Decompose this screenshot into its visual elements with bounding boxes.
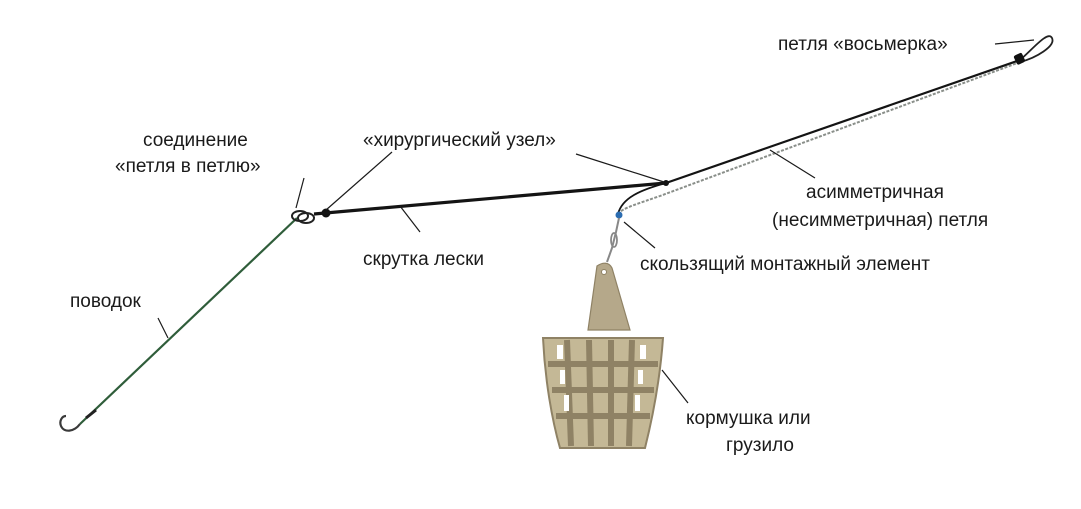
swivel-icon — [610, 232, 618, 248]
hook-shank — [85, 408, 97, 420]
label-feeder-line2: грузило — [726, 435, 794, 456]
feeder-weight-top — [587, 262, 631, 331]
callout-twist — [399, 205, 421, 233]
label-feeder-line1: кормушка или — [686, 408, 811, 429]
swivel-bead — [615, 211, 623, 219]
snap-wire — [606, 217, 620, 263]
loop-bend — [617, 182, 667, 215]
callout-asymmetric-loop — [769, 149, 816, 179]
label-leader: поводок — [70, 291, 142, 312]
callout-lines — [157, 39, 1035, 404]
label-loop-eight: петля «восьмерка» — [778, 34, 948, 55]
callout-connection-knot — [325, 151, 393, 211]
callout-connection — [295, 177, 305, 209]
label-connection-line1: соединение — [143, 130, 248, 151]
figure-eight-loop — [1013, 35, 1054, 65]
label-connection-line2: «петля в петлю» — [115, 156, 261, 177]
label-asymmetric-line1: асимметричная — [806, 182, 944, 203]
sliding-element — [606, 211, 623, 263]
loop-to-loop-connection — [291, 208, 331, 224]
callout-sliding — [623, 221, 656, 249]
feeder-cage-ribs — [548, 339, 658, 447]
label-asymmetric-line2: (несимметричная) петля — [772, 210, 988, 231]
leader — [59, 217, 298, 432]
twisted-line — [313, 181, 667, 216]
feeder-cage-windows — [557, 345, 646, 411]
figure-eight-knot — [1013, 53, 1025, 65]
figure-eight-loop-curve — [1019, 35, 1054, 63]
callout-loop-eight — [994, 39, 1035, 45]
label-surgical-knot: «хирургический узел» — [363, 130, 556, 151]
label-twist: скрутка лески — [363, 249, 484, 270]
feeder — [541, 262, 665, 449]
connection-loop-b — [297, 212, 315, 224]
loop-upper-strand — [665, 58, 1021, 185]
callout-leader — [157, 317, 169, 339]
callout-feeder — [661, 369, 689, 404]
label-sliding-element: скользящий монтажный элемент — [640, 254, 930, 275]
leader-line — [79, 217, 298, 425]
feeder-eye — [601, 269, 607, 275]
hook-icon — [59, 414, 81, 432]
callout-surgical-knot — [575, 153, 665, 183]
